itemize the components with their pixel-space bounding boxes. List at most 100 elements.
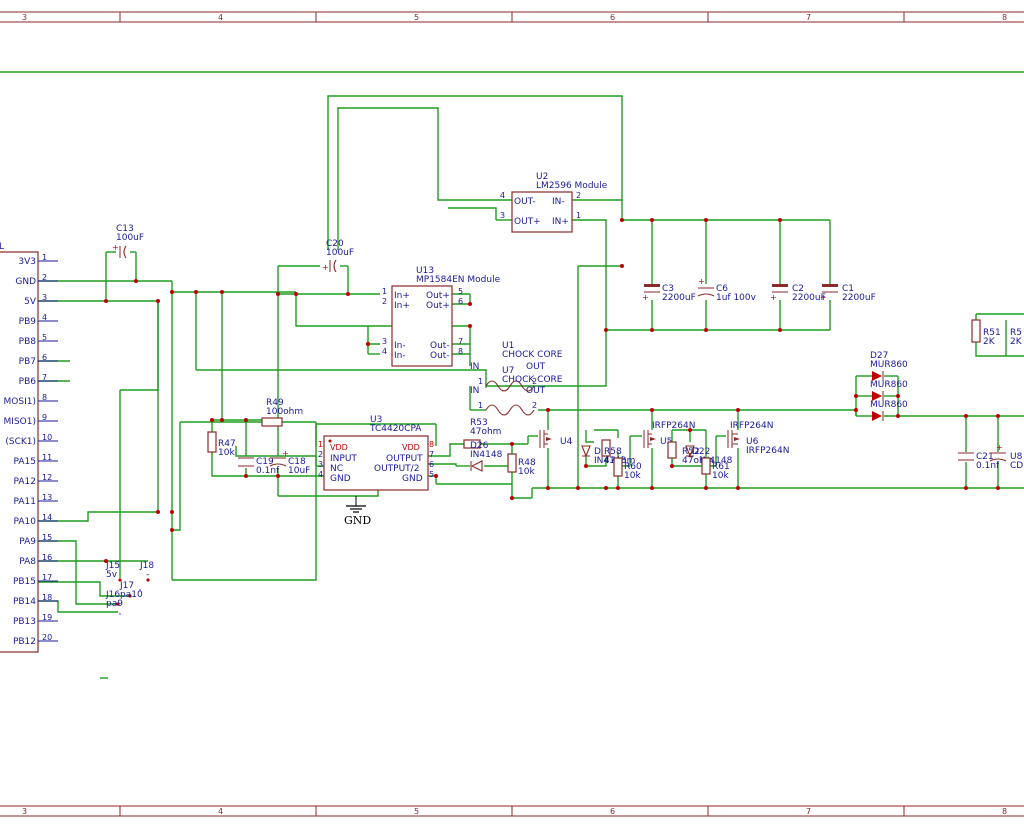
svg-text:U7: U7: [502, 366, 514, 376]
connector-pin-number: 11: [42, 453, 52, 462]
svg-text:100uF: 100uF: [116, 233, 144, 243]
mosfet-u4: U4: [539, 430, 573, 448]
svg-text:GND: GND: [402, 474, 423, 484]
svg-text:In+: In+: [394, 291, 410, 301]
frame-col-7-top: 7: [806, 13, 811, 22]
gnd-label: GND: [344, 514, 371, 527]
svg-text:Out-: Out-: [430, 351, 450, 361]
svg-text:2200uF: 2200uF: [842, 293, 876, 303]
svg-text:R49: R49: [266, 398, 284, 408]
svg-text:6: 6: [458, 297, 463, 306]
svg-text:IN4148: IN4148: [700, 456, 733, 466]
jumper-j17-ref: J17: [119, 581, 134, 591]
svg-text:NC: NC: [330, 464, 343, 474]
connector-pin-name: MOSI1): [4, 397, 36, 407]
connector-pin-number: 8: [42, 393, 47, 402]
svg-text:2: 2: [382, 297, 387, 306]
frame-col-4-bottom: 4: [218, 807, 223, 816]
svg-text:R52: R52: [682, 447, 700, 457]
connector-pin-name: PB15: [13, 577, 36, 587]
svg-text:OUT: OUT: [526, 362, 546, 372]
frame-col-5-bottom: 5: [414, 807, 419, 816]
svg-text:1: 1: [318, 440, 323, 449]
capacitor-u8: + U8 CD: [989, 443, 1023, 471]
svg-text:VDD: VDD: [330, 443, 348, 452]
connector-pin-name: PB8: [19, 337, 37, 347]
svg-text:7: 7: [458, 337, 463, 346]
svg-text:D27: D27: [870, 351, 888, 361]
svg-text:+: +: [112, 243, 119, 252]
svg-text:IN+: IN+: [552, 217, 569, 227]
connector-pin-number: 4: [42, 313, 47, 322]
svg-text:2: 2: [576, 191, 581, 200]
svg-text:+: +: [698, 277, 705, 286]
frame-col-4-top: 4: [218, 13, 223, 22]
svg-text:OUT+: OUT+: [514, 217, 541, 227]
svg-text:2K: 2K: [983, 337, 996, 347]
resistor-r51: R51 2K: [971, 319, 1001, 347]
diode-d26: D26 IN4148: [470, 441, 503, 472]
svg-text:100uF: 100uF: [326, 248, 354, 258]
connector-pin-number: 14: [42, 513, 52, 522]
frame-col-8-bottom: 8: [1002, 807, 1007, 816]
svg-text:7: 7: [429, 450, 434, 459]
svg-text:+: +: [996, 443, 1003, 452]
connector-pin-name: 5V: [24, 297, 37, 307]
svg-text:U3: U3: [370, 415, 382, 425]
connector-pin-number: 13: [42, 493, 52, 502]
svg-text:10k: 10k: [218, 448, 235, 458]
svg-text:OUT: OUT: [526, 386, 546, 396]
svg-text:C2: C2: [792, 284, 804, 294]
svg-text:R58: R58: [604, 447, 622, 457]
connector-pin-number: 20: [42, 633, 52, 642]
frame-col-6-top: 6: [610, 13, 615, 22]
svg-text:2: 2: [532, 401, 537, 410]
svg-text:IRFP264N: IRFP264N: [652, 421, 695, 431]
frame-col-7-bottom: 7: [806, 807, 811, 816]
resistor-r5x: R5 2K: [1010, 328, 1023, 347]
jumper-headers: J15 5v J18 - J17 J16 pa10 pa9: [105, 561, 154, 616]
svg-text:C3: C3: [662, 284, 674, 294]
svg-text:+: +: [282, 449, 289, 458]
connector-pin-name: PB9: [19, 317, 37, 327]
svg-text:U4: U4: [560, 437, 573, 447]
svg-text:OUT-: OUT-: [514, 197, 536, 207]
svg-text:U13: U13: [416, 266, 434, 276]
svg-text:10k: 10k: [518, 467, 535, 477]
diode-d28: MUR860: [870, 380, 908, 401]
svg-text:MUR860: MUR860: [870, 400, 908, 410]
svg-text:3: 3: [382, 337, 387, 346]
connector-pin-name: PB14: [13, 597, 36, 607]
svg-text:OUTPUT: OUTPUT: [386, 454, 423, 464]
svg-text:GND: GND: [330, 474, 351, 484]
svg-text:C6: C6: [716, 284, 728, 294]
resistor-r60: R60 10k: [613, 457, 642, 481]
connector-pin-name: PA15: [14, 457, 36, 467]
connector-pin-name: GND: [15, 277, 36, 287]
svg-text:R51: R51: [983, 328, 1001, 338]
diode-d21: D2 IN4148: [581, 445, 627, 466]
mosfet-u5: IRFP264N U5: [643, 421, 695, 448]
svg-text:D22: D22: [692, 447, 710, 457]
connector-pin-number: 19: [42, 613, 52, 622]
svg-text:In-: In-: [394, 351, 406, 361]
driver-u3-tc4420: U3 TC4420CPA VDD INPUT NC GND VDD OUTPUT…: [318, 415, 434, 491]
svg-text:C18: C18: [288, 457, 306, 467]
connector-pin-name: PB13: [13, 617, 36, 627]
connector-pin-number: 9: [42, 413, 47, 422]
resistor-r53: R53 47ohm: [463, 418, 501, 449]
svg-text:Out-: Out-: [430, 341, 450, 351]
jumper-j15-ref: J15: [105, 561, 120, 571]
svg-text:C19: C19: [256, 457, 274, 467]
capacitor-c2: + C2 2200uF: [770, 284, 826, 303]
svg-text:+: +: [820, 293, 827, 302]
svg-text:U2: U2: [536, 172, 548, 182]
choke-u1: U1 CHOCK CORE IN OUT 1 2: [470, 341, 563, 392]
svg-text:IN4148: IN4148: [470, 450, 503, 460]
module-u2-lm2596: U2 LM2596 Module OUT- OUT+ IN- IN+ 4 3 2…: [500, 172, 608, 233]
resistor-r48: R48 10k: [507, 453, 536, 477]
diode-d22: D22 IN4148: [685, 445, 733, 466]
svg-text:3: 3: [500, 211, 505, 220]
svg-text:CHOCK CORE: CHOCK CORE: [502, 350, 563, 360]
